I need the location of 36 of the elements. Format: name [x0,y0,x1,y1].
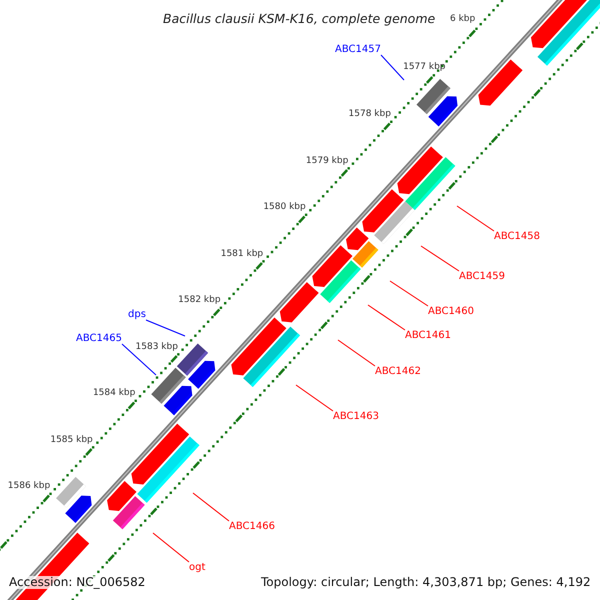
leader-line [380,54,404,80]
gene-label: ABC1458 [494,230,540,242]
leader-line [146,320,186,336]
scale-label: 1581 kbp [220,248,264,260]
scale-label: 1583 kbp [136,340,178,354]
scale-label: 1584 kbp [92,387,136,400]
gene-label: ABC1466 [229,520,275,532]
gene-label: ABC1459 [459,270,505,282]
scale-label: 1579 kbp [306,154,348,168]
scale-label: 1586 kbp [8,480,50,494]
scale-label: 1577 kbp [403,61,446,74]
gene-label: ABC1460 [428,304,474,318]
leader-line [420,246,460,272]
leader-line [456,206,494,232]
gene-label: ogt [189,560,206,574]
gene-label: ABC1457 [335,42,381,56]
gene-label: ABC1463 [333,410,379,422]
leader-line [368,304,406,330]
title: Bacillus clausii KSM-K16, complete genome [163,12,436,24]
leader-line [390,280,428,306]
leader-line [296,384,334,412]
gene-label: ABC1461 [405,328,451,342]
leader-line [192,492,230,522]
leader-line [152,532,190,562]
gene-label: ABC1462 [375,364,421,378]
scale-label: 1580 kbp [263,201,306,214]
footer-text: Topology: circular; Length: 4,303,871 bp; Genes: 4,192 [261,576,591,588]
gene-label: dps [128,308,146,320]
leader-line [122,344,156,376]
scale-label: 1582 kbp [178,294,221,308]
footer-text: Accession: NC_006582 [9,576,146,588]
scale-label: 6 kbp [450,12,476,26]
gene-label: ABC1465 [76,332,122,344]
scale-label: 1578 kbp [348,108,391,121]
scale-label: 1585 kbp [50,434,93,447]
leader-line [338,340,376,366]
